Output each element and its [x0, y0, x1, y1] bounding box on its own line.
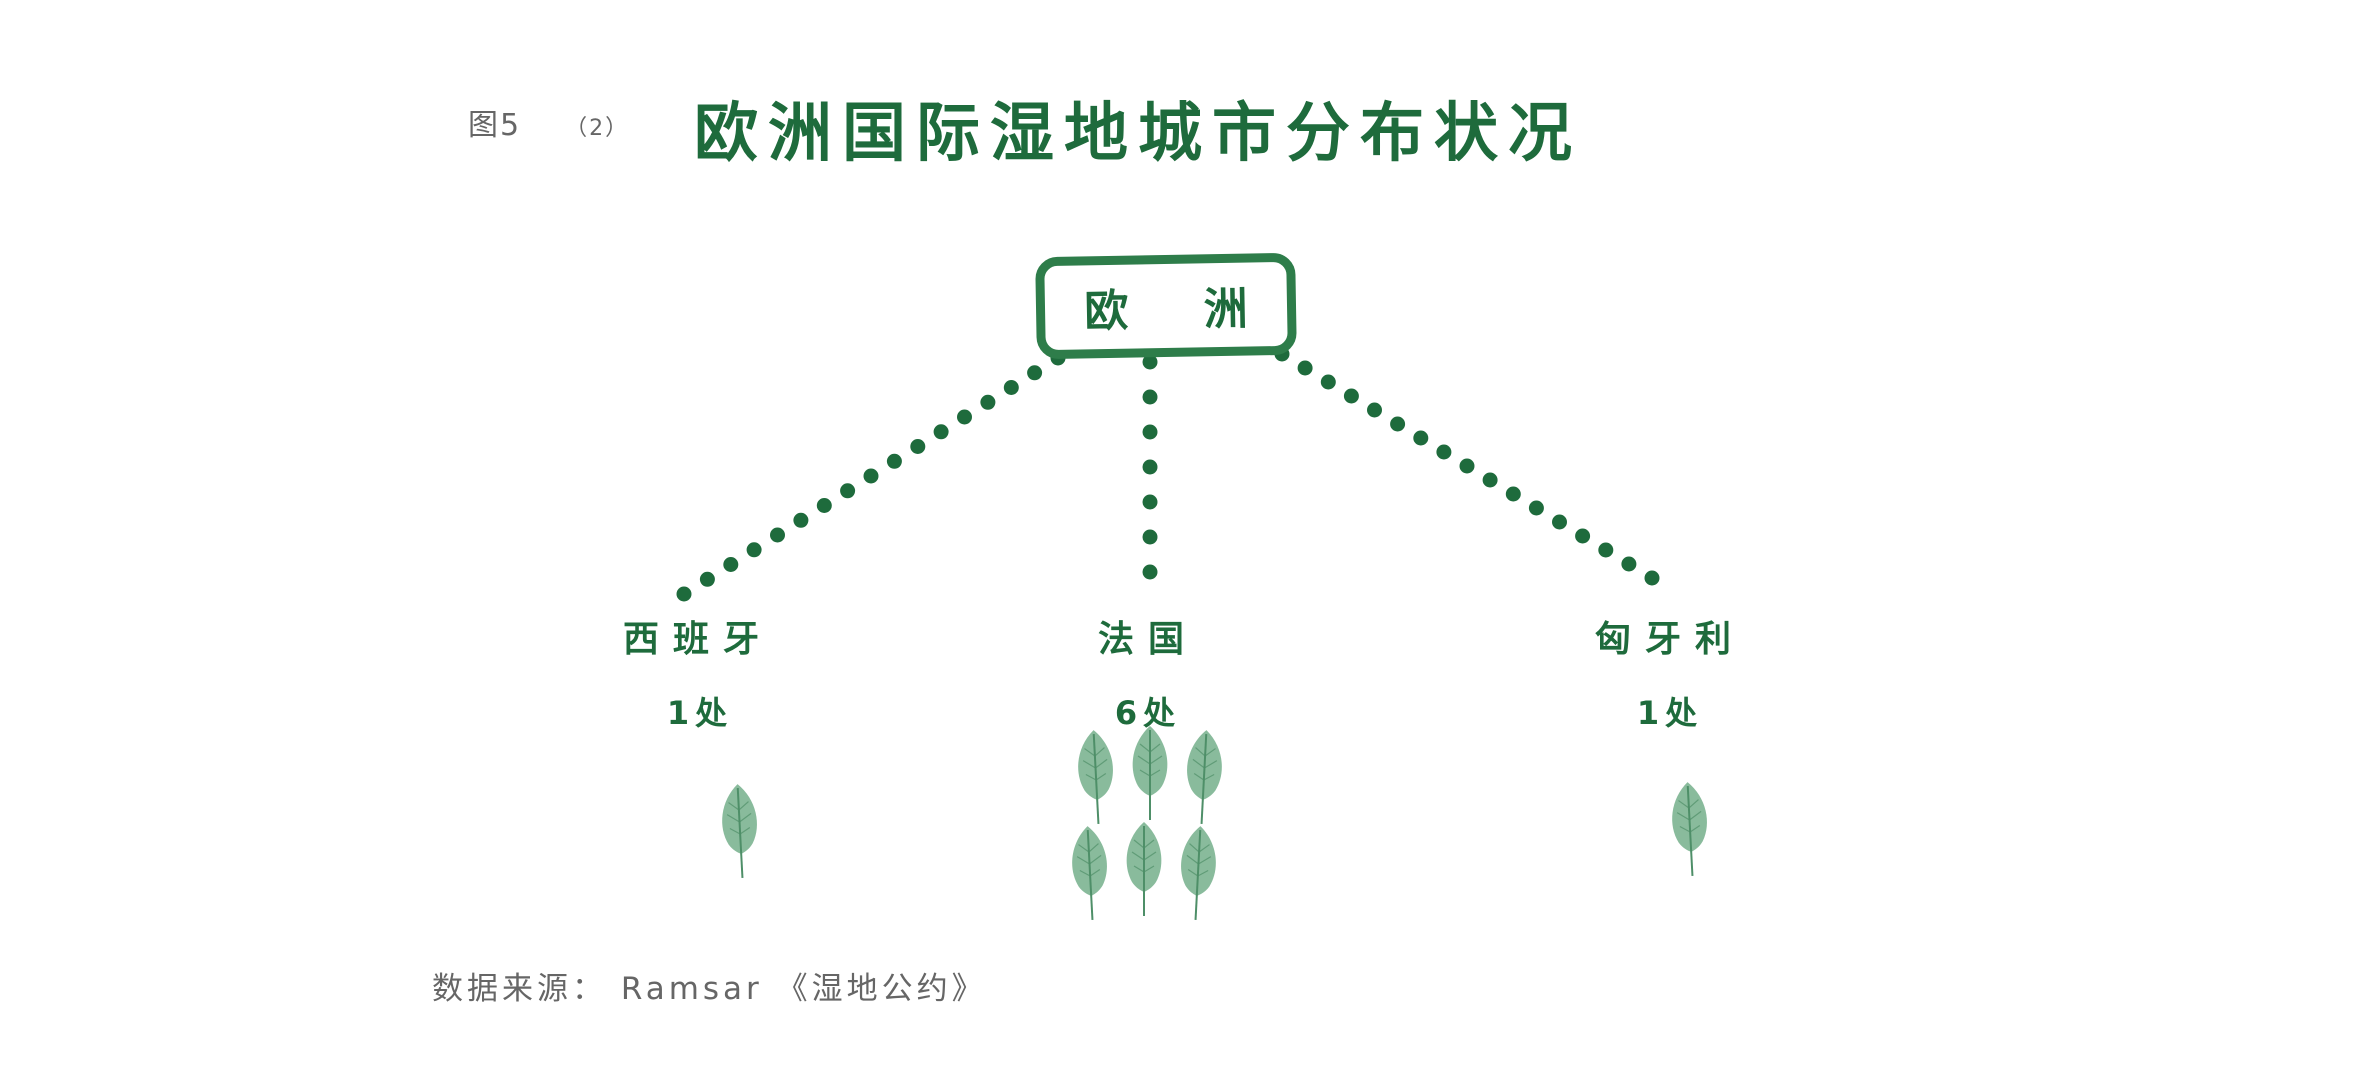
connector-dot — [1575, 528, 1591, 544]
connector-dot — [1003, 380, 1019, 395]
root-node: 欧 洲 — [1035, 252, 1297, 360]
connector-dot — [1142, 389, 1158, 405]
connector-dot — [910, 439, 926, 454]
connector-dot — [933, 424, 949, 440]
connector-dot — [1320, 374, 1336, 390]
leaf-group-hungary — [1630, 780, 1750, 890]
connector-dot — [863, 468, 879, 484]
country-count-hungary: 1处 — [1636, 694, 1704, 732]
country-name-spain: 西班牙 — [622, 619, 773, 660]
figure-number: 图5 （2） — [468, 100, 629, 144]
country-name-france: 法国 — [1097, 619, 1198, 660]
connector-dot — [957, 409, 972, 425]
connector-spain — [676, 350, 1066, 602]
connector-dot — [1142, 354, 1158, 370]
country-count-france: 6处 — [1114, 694, 1182, 732]
leaf-icon — [1063, 823, 1116, 923]
connector-dot — [1142, 494, 1158, 510]
diagram-title: 欧洲国际湿地城市分布状况 — [694, 97, 1582, 171]
leaf-group-france — [1060, 726, 1240, 928]
connector-dot — [816, 498, 832, 513]
leaf-icon — [1177, 727, 1230, 827]
connector-dot — [770, 527, 785, 543]
connector-dot — [1621, 556, 1637, 572]
connector-dot — [1436, 444, 1452, 460]
connector-dot — [1552, 514, 1567, 530]
root-label: 欧 洲 — [1083, 283, 1279, 338]
connector-dot — [1050, 350, 1066, 366]
data-source-note: 数据来源： Ramsar 《湿地公约》 — [432, 971, 987, 1007]
connector-dot — [1644, 570, 1660, 586]
connector-dot — [1505, 486, 1521, 502]
country-count-spain: 1处 — [666, 694, 734, 732]
connector-dot — [746, 542, 762, 558]
connector-dot — [793, 512, 809, 528]
leaf-icon — [713, 781, 766, 881]
leaf-group-spain — [680, 782, 800, 892]
leaf-icon — [1171, 823, 1224, 923]
connector-dot — [1343, 388, 1359, 404]
figure-label: 图5 — [468, 108, 522, 143]
connector-dot — [1142, 424, 1158, 440]
connector-dot — [1413, 430, 1429, 446]
connector-dot — [1482, 472, 1498, 488]
connector-dot — [1142, 459, 1158, 475]
connector-dot — [1142, 564, 1158, 580]
connector-dot — [1027, 365, 1043, 381]
connector-dot — [1367, 402, 1382, 418]
connector-france — [1142, 354, 1158, 580]
leaf-icon — [1120, 820, 1168, 918]
leaf-icon — [1069, 727, 1122, 827]
connector-hungary — [1274, 346, 1660, 586]
connector-dot — [1297, 360, 1313, 376]
connector-dot — [699, 571, 715, 587]
connector-dot — [840, 483, 856, 499]
leaf-icon — [1663, 779, 1716, 879]
connector-dot — [1459, 458, 1475, 474]
connector-dot — [1274, 346, 1290, 362]
connector-dot — [980, 394, 996, 410]
connector-dot — [1142, 529, 1158, 545]
connector-dot — [1598, 542, 1614, 558]
connector-dot — [1528, 500, 1544, 516]
connector-dot — [1390, 416, 1406, 432]
figure-sub-label: （2） — [565, 116, 630, 141]
country-name-hungary: 匈牙利 — [1594, 619, 1745, 660]
leaf-icon — [1126, 724, 1174, 822]
connector-dot — [723, 557, 739, 572]
connector-dot — [886, 453, 902, 469]
connector-dot — [676, 586, 692, 602]
